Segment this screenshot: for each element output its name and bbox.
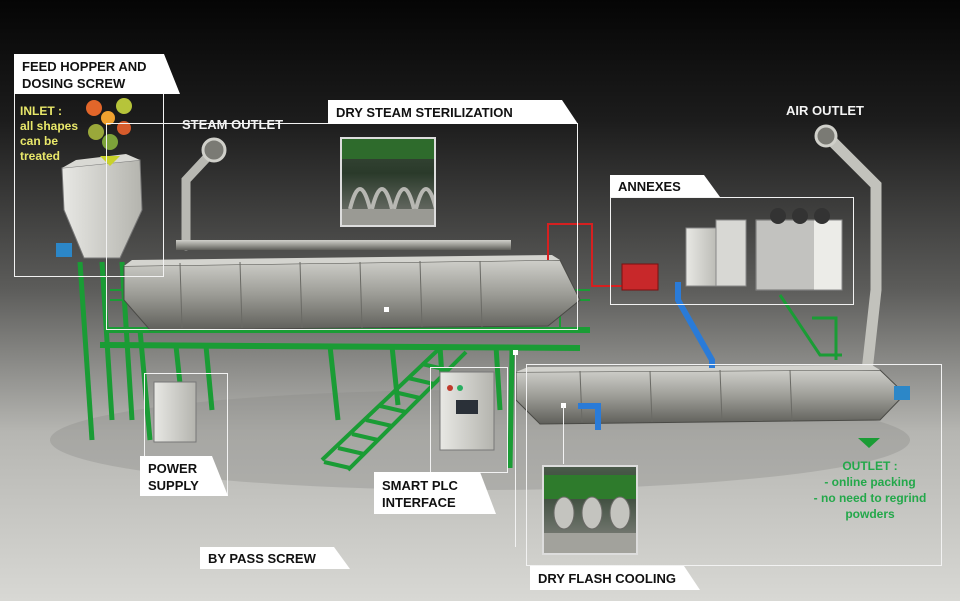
power-supply-cabinet	[153, 381, 197, 443]
plc-frame	[430, 367, 508, 473]
outlet-line-1: OUTLET :	[842, 459, 898, 473]
inlet-line-3: can be	[20, 134, 59, 148]
by-pass-pointer-line	[515, 352, 516, 547]
inlet-line-1: INLET :	[20, 104, 62, 118]
annex-equipment	[621, 208, 843, 291]
power-supply-label: POWER SUPPLY	[140, 456, 228, 496]
outlet-line-3: - no need to regrind	[813, 491, 927, 505]
steam-header-pipe	[176, 240, 511, 250]
air-outlet-label: AIR OUTLET	[786, 103, 864, 118]
cooling-screw-icon	[544, 475, 636, 553]
plc-cabinet	[439, 371, 495, 451]
cooling-screw-inset	[542, 465, 638, 555]
dry-flash-frame	[526, 364, 942, 566]
smart-plc-line-1: SMART PLC	[382, 478, 458, 493]
air-outlet-pipe	[822, 131, 882, 386]
feed-hopper	[56, 154, 143, 259]
cooling-trough	[515, 365, 910, 448]
by-pass-pointer	[513, 350, 518, 355]
dry-flash-pointer-line	[563, 406, 564, 464]
sterilization-screw-inset	[340, 137, 436, 227]
annexes-label: ANNEXES	[610, 175, 720, 197]
inlet-line-2: all shapes	[20, 119, 79, 133]
steam-outlet-label: STEAM OUTLET	[182, 117, 284, 132]
annexes-frame	[610, 197, 854, 305]
feed-hopper-line-1: FEED HOPPER AND	[22, 59, 147, 74]
inlet-line-4: treated	[20, 149, 61, 163]
power-supply-line-1: POWER	[148, 461, 198, 476]
dry-steam-pointer	[384, 307, 389, 312]
red-steam-line	[547, 223, 622, 287]
feed-hopper-label: FEED HOPPER AND DOSING SCREW	[14, 54, 180, 94]
smart-plc-line-2: INTERFACE	[382, 495, 456, 510]
sterilization-trough	[123, 255, 581, 331]
air-outlet-head	[814, 124, 838, 148]
dry-steam-label: DRY STEAM STERILIZATION	[328, 100, 578, 124]
power-supply-line-2: SUPPLY	[148, 478, 199, 493]
feed-hopper-line-2: DOSING SCREW	[22, 76, 126, 91]
steam-outlet-head	[201, 137, 227, 163]
dry-flash-label: DRY FLASH COOLING	[530, 566, 700, 590]
inlet-note: INLET : all shapes can be treated	[20, 104, 78, 164]
outlet-line-2: - online packing	[824, 475, 916, 489]
outlet-line-4: powders	[845, 507, 895, 521]
dry-flash-pointer	[561, 403, 566, 408]
screw-icon	[342, 139, 434, 225]
smart-plc-label: SMART PLC INTERFACE	[374, 472, 496, 514]
outlet-note: OUTLET : - online packing - no need to r…	[800, 458, 940, 522]
by-pass-label: BY PASS SCREW	[200, 547, 350, 569]
steam-outlet-pipe	[181, 145, 219, 251]
product-pieces-icon	[86, 98, 132, 166]
